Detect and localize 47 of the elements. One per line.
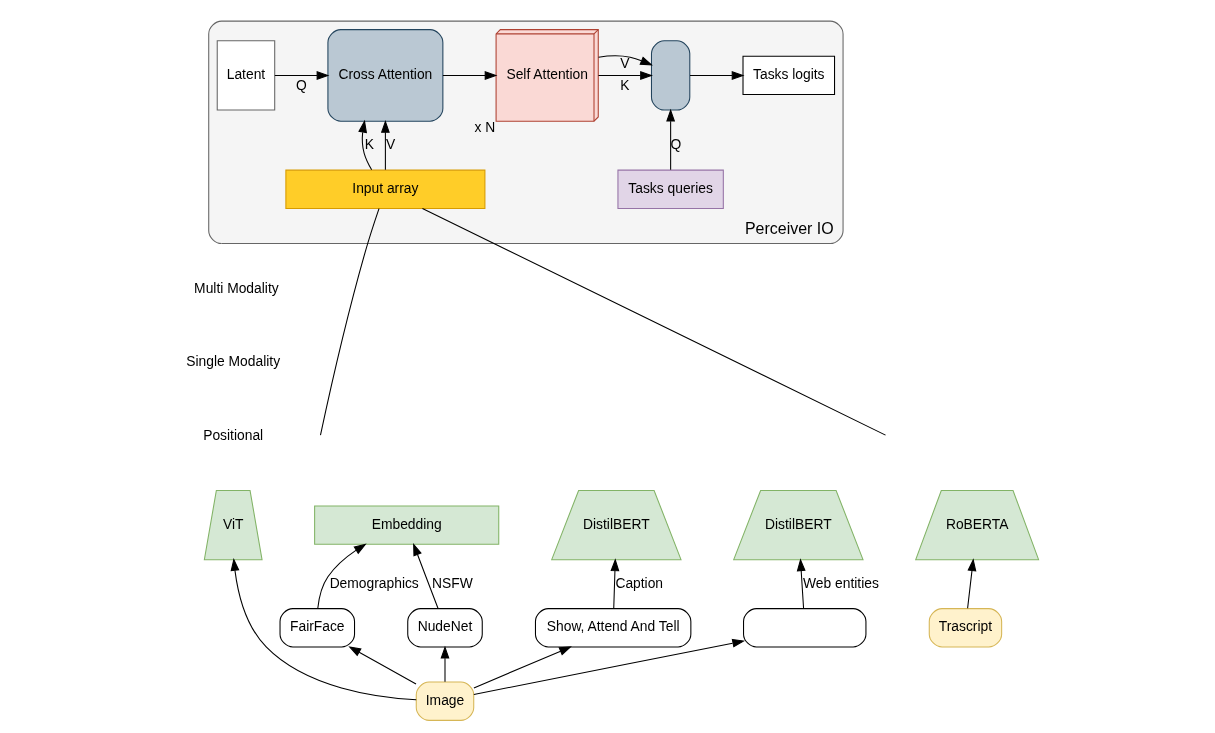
node-box: Image — [415, 681, 475, 721]
arrow — [967, 558, 977, 609]
node-box — [650, 40, 691, 111]
node-box: Input array — [285, 169, 486, 209]
node-box: Trascript — [928, 608, 1003, 648]
node-box: Tasks logits — [742, 55, 836, 96]
node-box: Show, Attend And Tell — [534, 608, 692, 648]
node-box — [743, 608, 867, 648]
arrow — [274, 70, 330, 80]
arrow — [666, 108, 676, 171]
label: Single Modality — [186, 353, 281, 370]
arrow — [380, 119, 390, 171]
edge-label: V — [386, 136, 396, 153]
arrow — [230, 558, 417, 701]
connector — [421, 207, 887, 436]
edge-label: Q — [670, 136, 682, 153]
arrow — [610, 558, 620, 609]
arrow — [348, 646, 417, 685]
edge-label: NSFW — [432, 574, 473, 591]
label: Multi Modality — [194, 279, 279, 296]
edge-label: Web entities — [803, 574, 879, 591]
arrow — [796, 558, 806, 609]
node-box: Cross Attention — [327, 29, 444, 122]
arrow — [317, 543, 367, 609]
edge-label: Q — [295, 76, 307, 93]
node-box: Latent — [216, 40, 276, 111]
arrow — [689, 70, 745, 80]
node-box: Embedding — [314, 505, 500, 545]
arrow — [440, 645, 450, 683]
node-box: NudeNet — [407, 608, 483, 648]
edge-label: Caption — [615, 574, 664, 591]
edge-label: K — [620, 76, 630, 93]
arrow — [598, 55, 653, 66]
edge-label: K — [364, 136, 375, 153]
arrow — [442, 70, 498, 80]
arrow — [597, 70, 653, 80]
node-label: x N — [474, 119, 496, 136]
node-box: Tasks queries — [617, 169, 724, 209]
arrow — [358, 119, 373, 171]
label: Positional — [203, 426, 264, 443]
node-box: FairFace — [279, 608, 356, 648]
arrow — [473, 638, 746, 695]
arrow — [473, 646, 572, 689]
connector — [319, 208, 380, 436]
edge-label: V — [620, 55, 630, 72]
arrow — [413, 543, 439, 609]
edge-label: Demographics — [329, 574, 419, 591]
